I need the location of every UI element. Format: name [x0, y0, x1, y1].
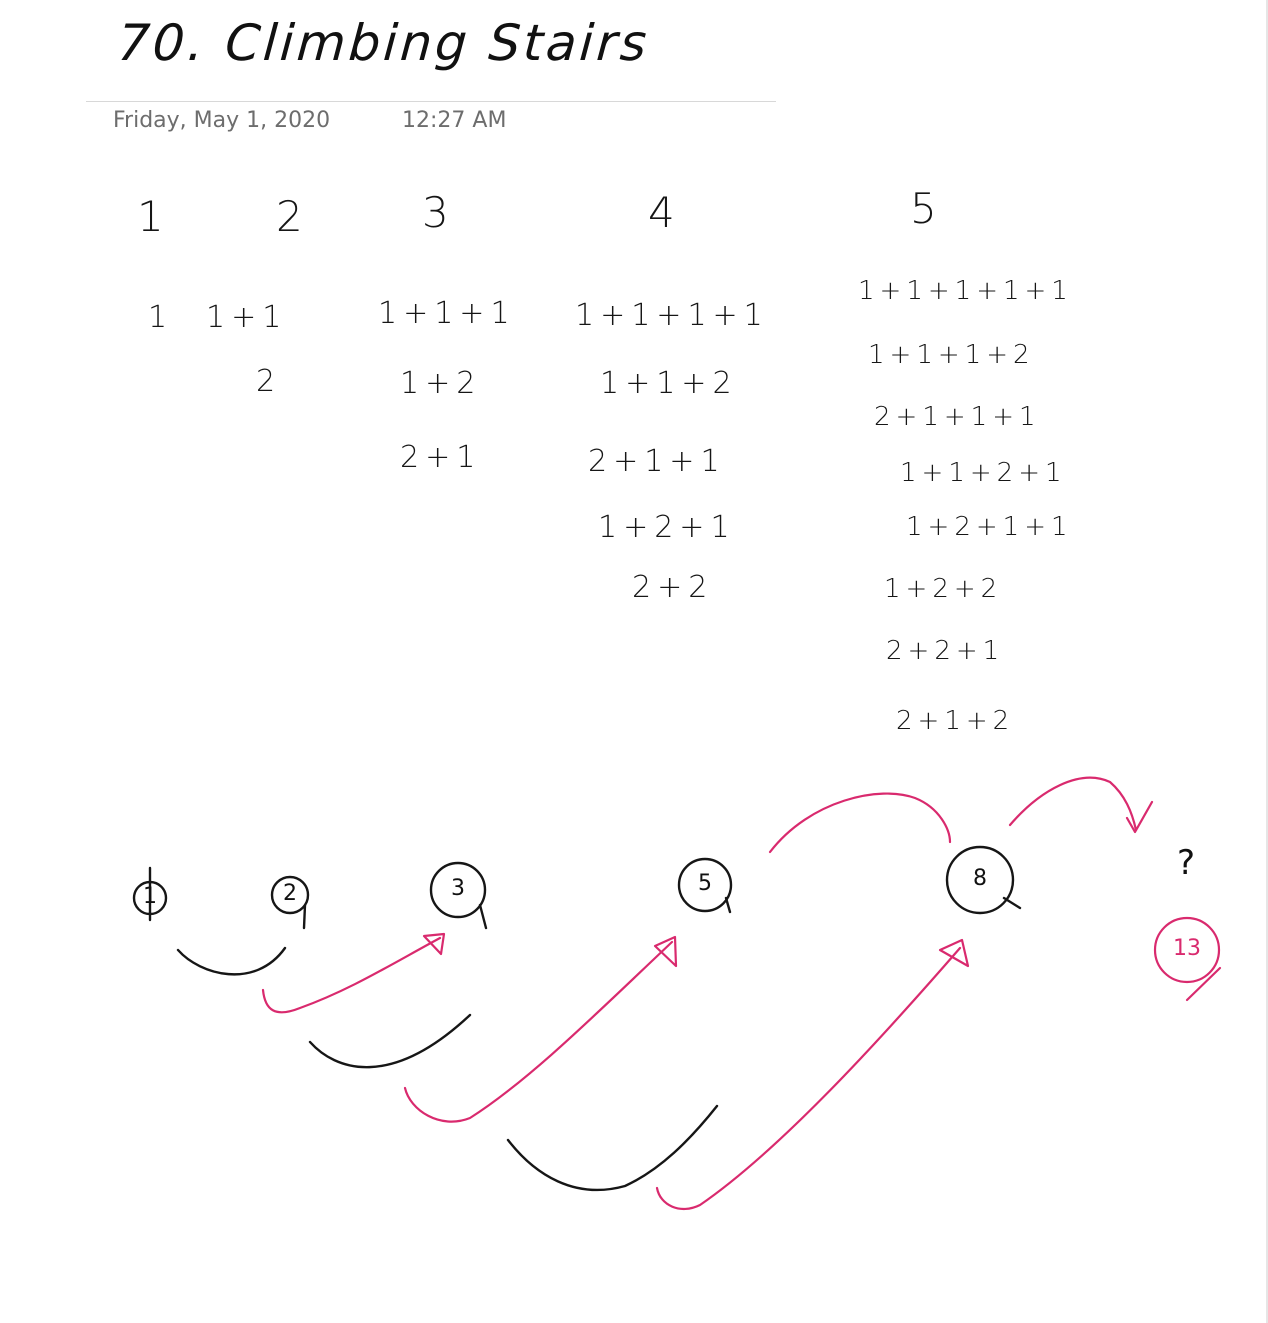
node-label-8: 8: [973, 866, 987, 891]
node-tail-13: [1185, 966, 1222, 1002]
node-label-5: 5: [698, 871, 712, 896]
node-tail-2: [302, 903, 307, 930]
combo-5-e: 1+2+1+1: [906, 512, 1073, 542]
page-edge: [1266, 0, 1268, 1323]
combo-5-h: 2+1+2: [896, 706, 1015, 736]
node-circle-13: [1153, 916, 1221, 984]
node-tail-3: [478, 903, 488, 930]
combo-2-b: 2: [256, 364, 282, 399]
arc-5-to-8: [768, 792, 952, 854]
combo-5-g: 2+2+1: [886, 636, 1005, 666]
node-circle-5: [677, 857, 733, 913]
combo-4-d: 1+2+1: [598, 510, 736, 545]
node-circle-3: [429, 861, 487, 919]
arrow-to-3: [261, 936, 442, 1014]
node-circle-2: [270, 875, 310, 915]
combo-3-c: 2+1: [400, 440, 482, 475]
node-label-2: 2: [283, 881, 297, 906]
node-circle-8: [945, 845, 1015, 915]
combo-1-a: 1: [148, 300, 174, 335]
combo-4-a: 1+1+1+1: [575, 298, 769, 333]
arrow-to-5: [403, 940, 674, 1123]
combo-5-c: 2+1+1+1: [874, 402, 1041, 432]
node-label-3: 3: [451, 876, 465, 901]
combo-3-a: 1+1+1: [378, 296, 516, 331]
title-divider: [86, 101, 776, 102]
sum-curve-2: [308, 1013, 472, 1069]
combo-5-b: 1+1+1+2: [868, 340, 1035, 370]
arc-arrowhead: [1125, 800, 1154, 834]
header-steps-2: 2: [276, 192, 303, 241]
node-tail-8: [1002, 896, 1022, 910]
header-steps-4: 4: [648, 188, 675, 237]
node-label-unknown: ?: [1176, 843, 1196, 883]
note-date: Friday, May 1, 2020: [113, 108, 331, 133]
combo-3-b: 1+2: [400, 366, 482, 401]
node-tail-5: [724, 896, 732, 914]
node-label-13: 13: [1173, 936, 1201, 961]
combo-5-a: 1+1+1+1+1: [858, 276, 1073, 306]
combo-4-e: 2+2: [632, 570, 714, 605]
note-time: 12:27 AM: [402, 108, 507, 133]
arc-8-to-next: [1008, 776, 1138, 832]
header-steps-1: 1: [137, 192, 164, 241]
sum-curve-3: [506, 1104, 719, 1192]
arrowhead-8: [938, 938, 970, 968]
arrowhead-3: [422, 932, 446, 956]
combo-5-f: 1+2+2: [884, 574, 1003, 604]
combo-4-c: 2+1+1: [588, 444, 726, 479]
header-steps-3: 3: [422, 188, 449, 237]
combo-2-a: 1+1: [206, 300, 288, 335]
sum-curve-1: [176, 946, 287, 976]
arrowhead-5: [653, 935, 678, 968]
combo-4-b: 1+1+2: [600, 366, 738, 401]
combo-5-d: 1+1+2+1: [900, 458, 1067, 488]
arrow-to-8: [655, 946, 962, 1211]
node-label-1: 1: [143, 884, 157, 909]
header-steps-5: 5: [910, 184, 937, 233]
